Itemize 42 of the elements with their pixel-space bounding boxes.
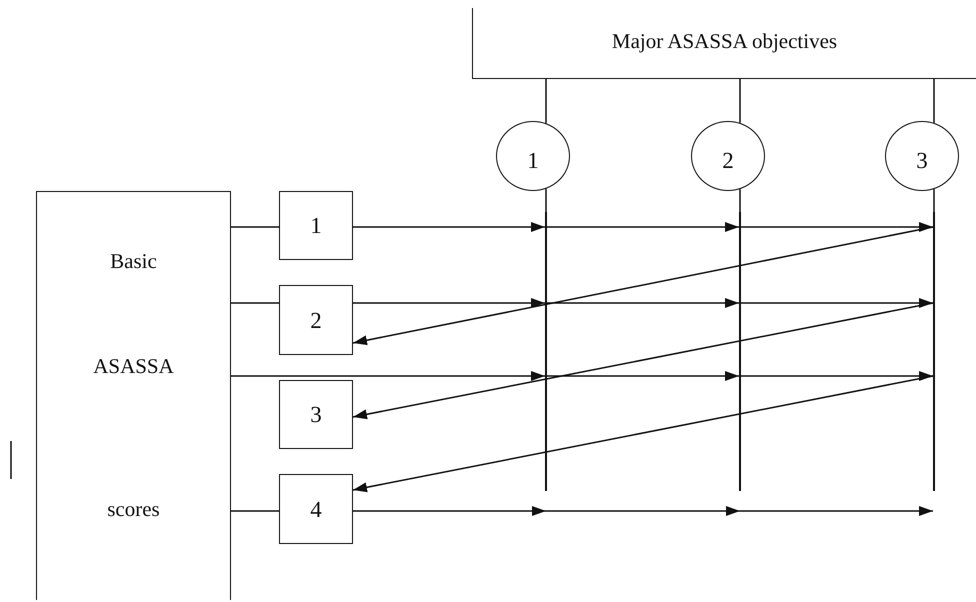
arrow — [231, 371, 545, 381]
number-label: 4 — [310, 498, 322, 520]
number-label: 2 — [310, 308, 322, 332]
arrow — [547, 371, 739, 381]
vertical-line — [545, 212, 547, 491]
connector-line — [739, 189, 741, 212]
arrow — [352, 226, 934, 346]
header-box — [472, 8, 976, 79]
arrow — [741, 371, 933, 381]
connector-line — [231, 226, 279, 228]
arrow — [547, 222, 739, 232]
arrow — [741, 298, 933, 308]
node-label: ASASSA — [92, 356, 175, 377]
vertical-line — [739, 212, 741, 491]
arrow — [547, 298, 739, 308]
number-box — [279, 380, 353, 449]
connector-line — [231, 510, 279, 512]
score-box — [36, 191, 231, 600]
connector-line — [545, 79, 547, 124]
connector-line — [545, 188, 547, 212]
number-label: 3 — [916, 148, 928, 172]
connector-line — [739, 79, 741, 123]
vertical-line — [933, 212, 935, 491]
node-label: Basic — [109, 251, 158, 272]
connector-line — [231, 302, 279, 304]
number-box — [279, 474, 353, 544]
node-label: scores — [106, 499, 161, 520]
arrow — [352, 375, 934, 492]
number-label: 1 — [310, 214, 322, 237]
number-label: 3 — [310, 403, 322, 426]
arrow — [352, 302, 934, 420]
connector-line — [933, 189, 935, 212]
number-label: 1 — [527, 148, 539, 172]
connector-line — [933, 79, 935, 123]
number-box — [279, 285, 353, 355]
arrow — [741, 222, 933, 232]
header-label: Major ASASSA objectives — [612, 30, 838, 52]
arrow — [353, 222, 545, 232]
number-label: 2 — [722, 148, 734, 172]
number-box — [279, 191, 353, 260]
arrow — [353, 506, 933, 516]
arrow — [353, 298, 545, 308]
